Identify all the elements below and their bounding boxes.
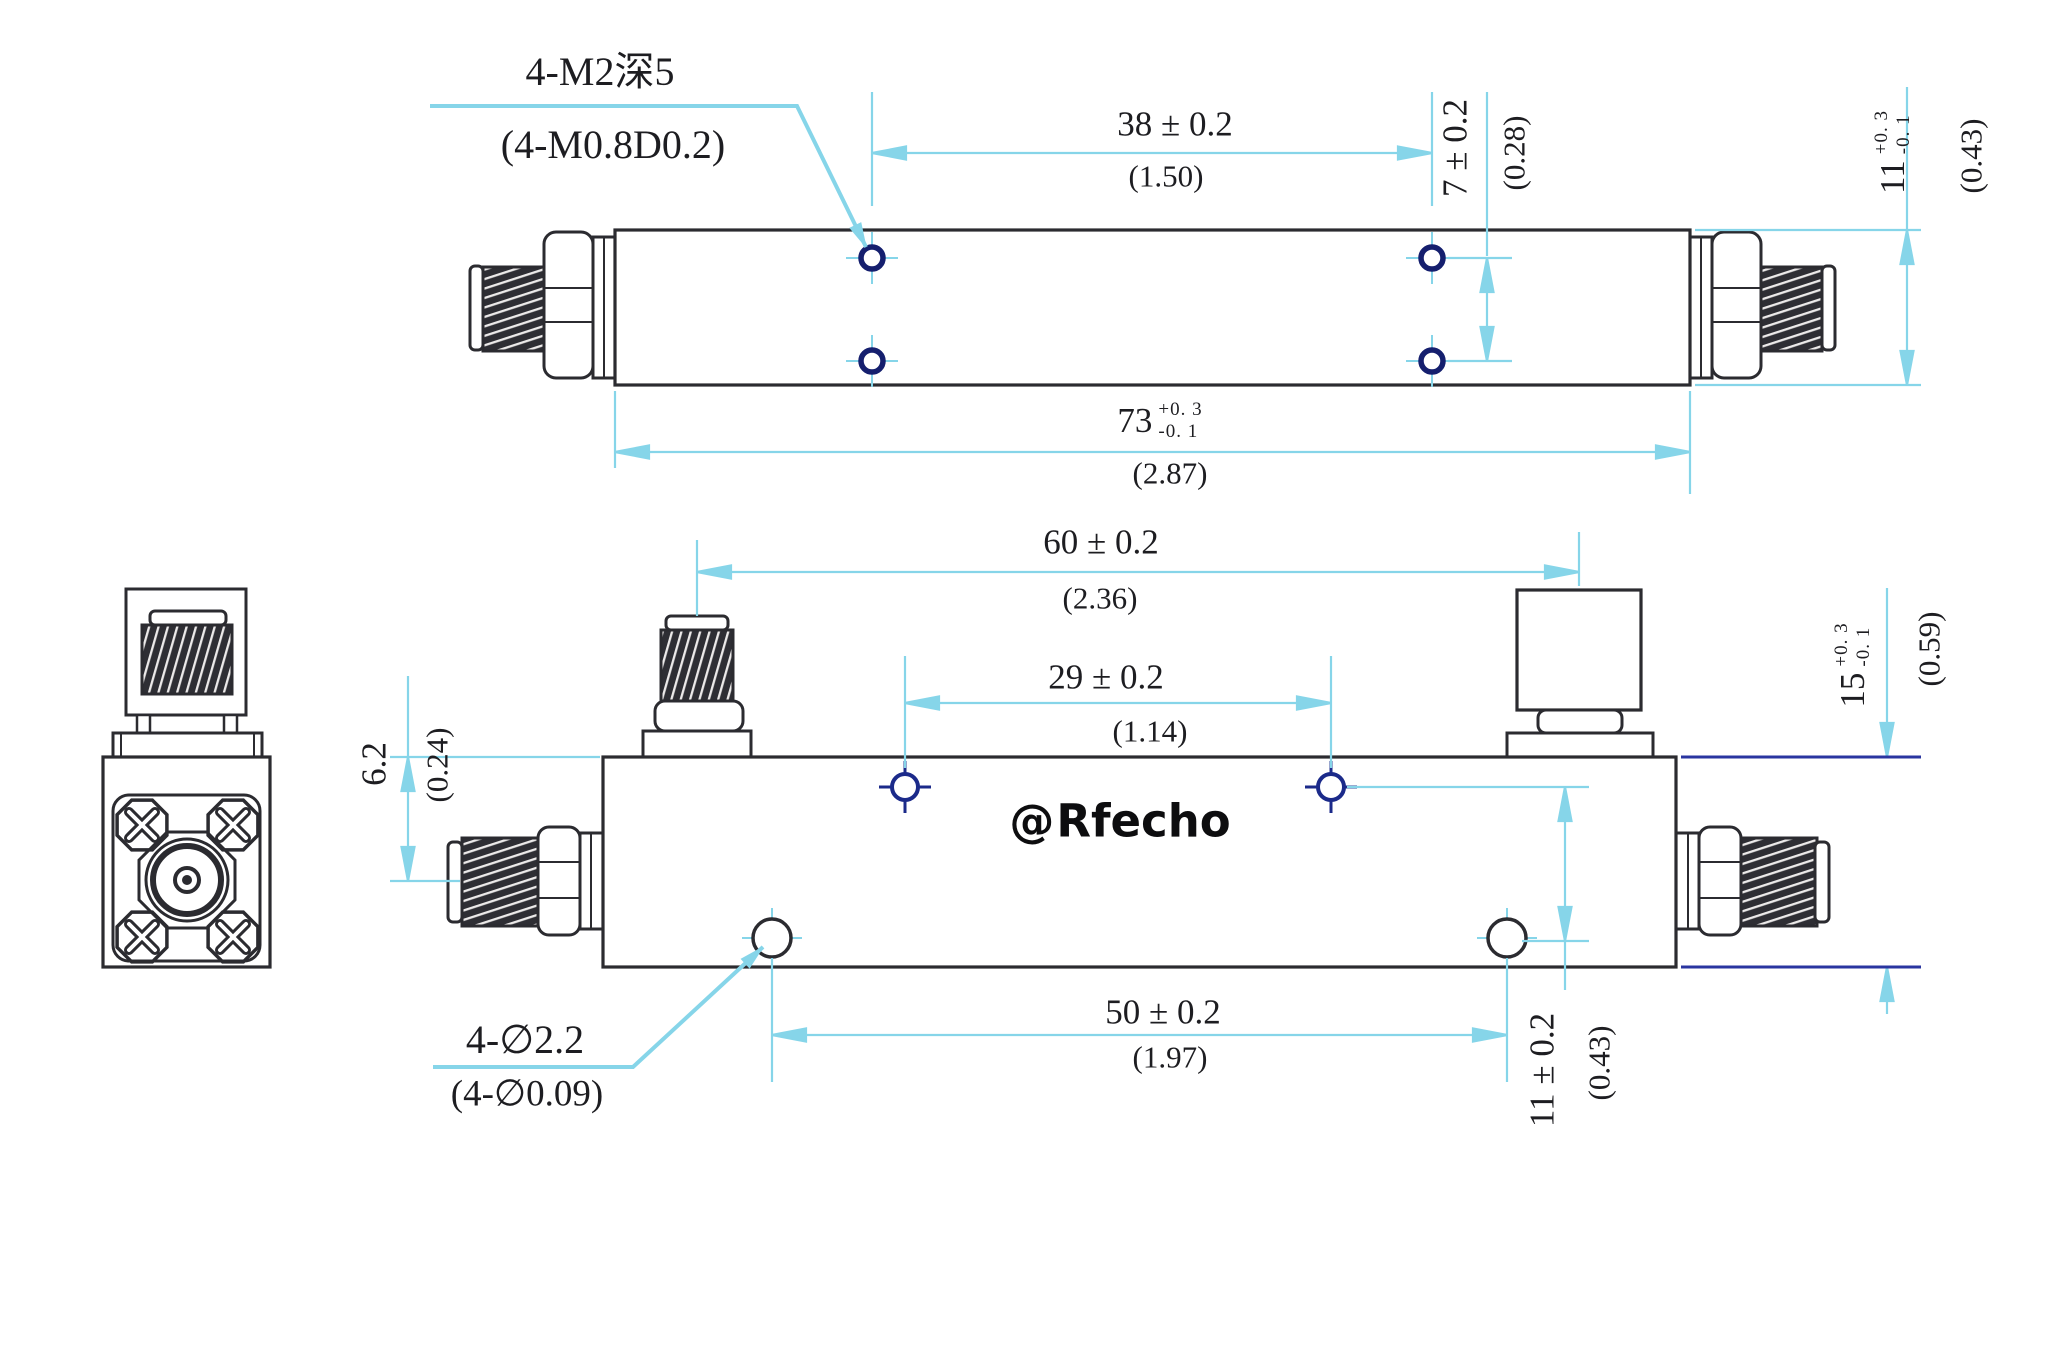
end-view	[101, 587, 272, 969]
dim-7-mm: 7 ± 0.2	[1435, 99, 1475, 197]
hole-note-line1: 4-∅2.2	[465, 1017, 585, 1062]
thread-note-line1: 4-M2深5	[525, 49, 675, 94]
dim-6-2-inch: (0.24)	[419, 727, 455, 803]
navy-extension-lines	[1681, 755, 1921, 969]
dim-38-inch: (1.50)	[1128, 158, 1204, 194]
dim-73-mm: 73+0. 3-0. 1	[1117, 399, 1202, 443]
dim-15-inch: (0.59)	[1911, 611, 1947, 687]
dim-38-mm: 38 ± 0.2	[1117, 104, 1233, 144]
leader-lines	[430, 104, 872, 1069]
front-view-upper-holes	[879, 761, 1357, 813]
top-view-right-connector	[1688, 230, 1837, 380]
dim-60-inch: (2.36)	[1062, 580, 1138, 616]
dim-11-top-tol-minus: -0. 1	[1893, 114, 1914, 155]
dim-11-top-tol-plus: +0. 3	[1871, 110, 1893, 155]
hole-note-line2: (4-∅0.09)	[450, 1073, 604, 1115]
dimension-lines	[390, 87, 1921, 1082]
dim-7-inch: (0.28)	[1496, 115, 1532, 191]
dim-6-2-mm: 6.2	[354, 742, 394, 786]
dim-15-tol-minus: -0. 1	[1853, 626, 1874, 667]
top-view-body	[613, 228, 1692, 387]
dim-15-mm: 15 +0. 3-0. 1	[1831, 622, 1875, 707]
dim-15-tol-plus: +0. 3	[1831, 622, 1853, 667]
dim-50-inch: (1.97)	[1132, 1039, 1208, 1075]
dim-29-mm: 29 ± 0.2	[1048, 657, 1164, 697]
top-view	[468, 228, 1837, 387]
dim-73-tol-plus: +0. 3	[1158, 399, 1203, 421]
end-view-coax-connector	[137, 830, 237, 930]
front-view-left-connector	[446, 825, 605, 937]
thread-note-line2: (4-M0.8D0.2)	[500, 122, 726, 167]
dim-15-value: 15	[1833, 672, 1873, 708]
dim-60-mm: 60 ± 0.2	[1043, 522, 1159, 562]
front-view-top-connector	[641, 614, 753, 759]
front-view-right-connector	[1674, 825, 1831, 937]
dim-73-value: 73	[1117, 401, 1153, 441]
dim-11-top-value: 11	[1873, 160, 1913, 194]
dim-11-top-mm: 11 +0. 3-0. 1	[1871, 110, 1915, 194]
dim-11-bottom-mm: 11 ± 0.2	[1522, 1012, 1562, 1128]
dim-11-top-inch: (0.43)	[1953, 118, 1989, 194]
dim-73-inch: (2.87)	[1132, 455, 1208, 491]
end-view-top-connector	[111, 587, 264, 759]
logo-at-icon: @	[1009, 794, 1055, 848]
dim-11-bottom-inch: (0.43)	[1581, 1025, 1617, 1101]
top-view-left-connector	[468, 230, 617, 380]
front-view-coupled-port-block	[1505, 588, 1655, 759]
dim-50-mm: 50 ± 0.2	[1105, 992, 1221, 1032]
dim-29-inch: (1.14)	[1112, 713, 1188, 749]
dim-73-tol-minus: -0. 1	[1158, 421, 1199, 442]
front-view	[446, 588, 1831, 969]
rfecho-logo: @Rfecho	[1009, 795, 1230, 848]
logo-brand-text: Rfecho	[1056, 794, 1231, 848]
